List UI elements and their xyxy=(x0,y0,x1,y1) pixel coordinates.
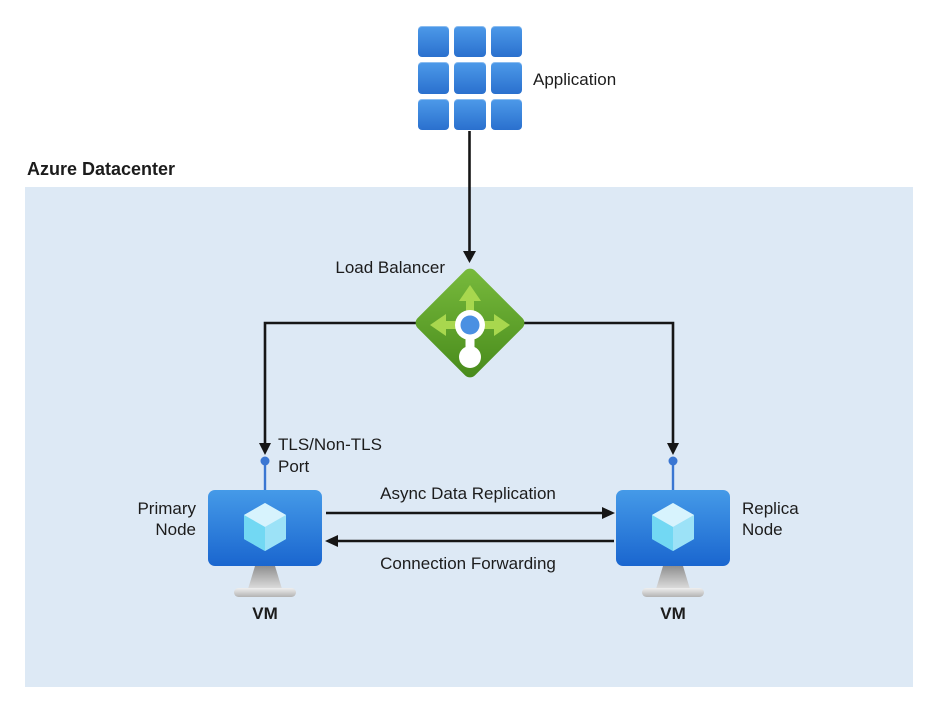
lb-center-dot xyxy=(460,315,480,335)
connection-forwarding-label: Connection Forwarding xyxy=(380,554,556,573)
app-tile xyxy=(418,26,450,58)
app-tile xyxy=(454,62,486,94)
app-tile xyxy=(454,98,486,130)
arrowhead-down-to-lb xyxy=(463,251,476,263)
primary-vm-label: VM xyxy=(252,604,278,623)
arrowhead-down-to-primary xyxy=(259,443,271,455)
app-tile xyxy=(418,62,450,94)
replica-node-label: Replica Node xyxy=(742,499,799,539)
arrowhead-left-forwarding xyxy=(325,535,338,547)
primary-port-dot xyxy=(260,456,270,466)
app-tile xyxy=(454,26,486,58)
replica-vm-label: VM xyxy=(660,604,686,623)
app-tile xyxy=(490,26,522,58)
load-balancer-label: Load Balancer xyxy=(335,258,445,277)
cube-icon xyxy=(244,503,286,551)
port-connectors xyxy=(260,456,678,492)
app-tile xyxy=(418,98,450,130)
cube-icon xyxy=(652,503,694,551)
application-label: Application xyxy=(533,70,617,89)
app-tile xyxy=(490,62,522,94)
arrowhead-right-async xyxy=(602,507,615,519)
azure-datacenter-label: Azure Datacenter xyxy=(27,159,176,179)
primary-node-label: Primary Node xyxy=(137,499,196,539)
primary-vm-icon xyxy=(208,490,322,597)
application-icon xyxy=(418,26,522,130)
app-tile xyxy=(490,98,522,130)
tls-port-label: TLS/Non-TLS Port xyxy=(278,435,382,476)
load-balancer-icon xyxy=(415,268,525,378)
arrowhead-down-to-replica xyxy=(667,443,679,455)
replica-vm-icon xyxy=(616,490,730,597)
replica-port-dot xyxy=(668,456,678,466)
async-replication-label: Async Data Replication xyxy=(380,484,556,503)
